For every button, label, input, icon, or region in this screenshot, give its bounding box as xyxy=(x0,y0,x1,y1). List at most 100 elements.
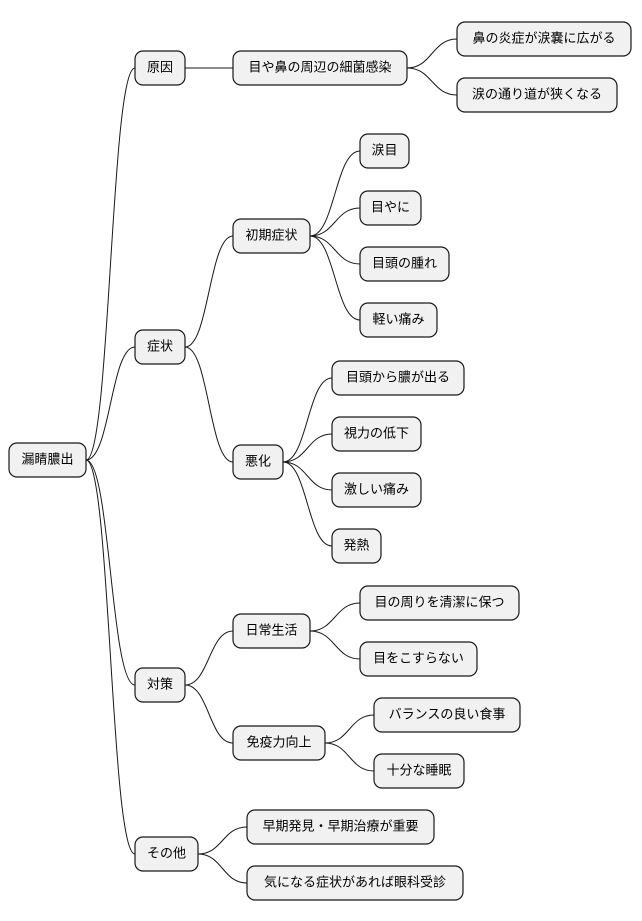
node-other-box xyxy=(134,836,199,872)
node-immunity-diet-box xyxy=(373,697,521,733)
node-cause-bacterial-box xyxy=(232,50,408,86)
node-daily-keep-clean-box xyxy=(359,585,520,621)
edge-other-to-other-consult xyxy=(197,853,248,884)
edge-symptoms-early-to-early-swelling xyxy=(309,235,361,265)
node-measures-label: 対策 xyxy=(147,677,173,693)
node-early-watery-eye: 涙目 xyxy=(359,133,410,169)
node-immunity-sleep-box xyxy=(373,753,465,789)
node-root: 漏睛膿出 xyxy=(8,442,87,478)
node-measures-box xyxy=(134,667,186,703)
node-cause-narrow-duct-label: 涙の通り道が狭くなる xyxy=(472,87,602,103)
node-worse-fever-label: 発熱 xyxy=(343,539,369,554)
node-daily-no-rubbing-label: 目をこすらない xyxy=(373,652,464,667)
mindmap-edges xyxy=(85,38,458,884)
node-early-mild-pain-label: 軽い痛み xyxy=(372,312,424,328)
node-other-early-treatment-box xyxy=(246,809,435,845)
node-worse-severe-pain: 激しい痛み xyxy=(331,472,422,508)
node-worse-fever: 発熱 xyxy=(331,528,382,564)
node-measures-immunity-box xyxy=(232,725,326,761)
node-cause-label: 原因 xyxy=(147,61,173,76)
node-early-swelling-box xyxy=(359,246,450,282)
node-cause-narrow-duct: 涙の通り道が狭くなる xyxy=(456,77,618,113)
edge-measures-daily-to-daily-keep-clean xyxy=(309,602,361,632)
node-early-discharge-box xyxy=(359,190,422,226)
node-symptoms-box xyxy=(134,329,186,365)
edge-symptoms-early-to-early-mild-pain xyxy=(309,235,361,321)
edge-measures-daily-to-daily-no-rubbing xyxy=(309,630,361,660)
node-symptoms: 症状 xyxy=(134,329,186,365)
node-worse-vision: 視力の低下 xyxy=(331,416,422,452)
edge-measures-to-measures-immunity xyxy=(184,684,234,744)
edge-other-to-other-early-treatment xyxy=(197,826,248,855)
node-cause-nasal-inflammation-box xyxy=(456,21,632,57)
edge-symptoms-early-to-early-discharge xyxy=(309,207,361,237)
node-symptoms-early: 初期症状 xyxy=(232,218,311,254)
node-symptoms-worse: 悪化 xyxy=(232,444,284,480)
edge-cause-bacterial-to-cause-nasal-inflammation xyxy=(406,38,458,69)
node-cause-bacterial-label: 目や鼻の周辺の細菌感染 xyxy=(248,60,391,76)
node-daily-no-rubbing: 目をこすらない xyxy=(359,641,478,677)
node-immunity-sleep: 十分な睡眠 xyxy=(373,753,465,789)
node-measures-daily-box xyxy=(232,613,311,649)
edge-cause-bacterial-to-cause-narrow-duct xyxy=(406,67,458,96)
edge-symptoms-worse-to-worse-pus xyxy=(282,377,333,463)
node-immunity-diet: バランスの良い食事 xyxy=(373,697,521,733)
node-worse-pus-box xyxy=(331,360,465,396)
node-symptoms-worse-label: 悪化 xyxy=(245,455,271,470)
node-cause-nasal-inflammation: 鼻の炎症が涙嚢に広がる xyxy=(456,21,632,57)
node-measures-immunity: 免疫力向上 xyxy=(232,725,326,761)
node-worse-vision-label: 視力の低下 xyxy=(344,427,409,442)
node-other-label: その他 xyxy=(147,847,186,862)
node-measures-immunity-label: 免疫力向上 xyxy=(246,735,311,751)
mindmap-nodes: 漏睛膿出 原因 症状 対策 その他 目や鼻の周辺の細菌感染 初期症状 xyxy=(8,21,632,901)
node-cause: 原因 xyxy=(134,50,186,86)
node-measures-daily: 日常生活 xyxy=(232,613,311,649)
node-worse-pus: 目頭から膿が出る xyxy=(331,360,465,396)
node-immunity-sleep-label: 十分な睡眠 xyxy=(386,764,451,779)
node-other-consult-label: 気になる症状があれば眼科受診 xyxy=(264,875,446,891)
edge-symptoms-to-symptoms-early xyxy=(184,235,234,348)
edge-measures-immunity-to-immunity-diet xyxy=(324,714,375,744)
node-early-swelling-label: 目頭の腫れ xyxy=(372,256,437,272)
node-immunity-diet-label: バランスの良い食事 xyxy=(389,707,506,723)
node-symptoms-early-label: 初期症状 xyxy=(245,229,297,244)
edge-measures-immunity-to-immunity-sleep xyxy=(324,742,375,772)
node-early-discharge-label: 目やに xyxy=(371,201,410,216)
node-cause-nasal-inflammation-label: 鼻の炎症が涙嚢に広がる xyxy=(472,31,615,47)
edge-root-to-measures xyxy=(85,459,136,686)
node-early-swelling: 目頭の腫れ xyxy=(359,246,450,282)
edge-measures-to-measures-daily xyxy=(184,630,234,686)
edge-symptoms-worse-to-worse-fever xyxy=(282,461,333,547)
node-symptoms-early-box xyxy=(232,218,311,254)
edge-symptoms-to-symptoms-worse xyxy=(184,346,234,463)
node-early-discharge: 目やに xyxy=(359,190,422,226)
node-worse-severe-pain-label: 激しい痛み xyxy=(344,482,409,498)
node-worse-severe-pain-box xyxy=(331,472,422,508)
node-early-mild-pain-box xyxy=(359,302,438,338)
node-worse-vision-box xyxy=(331,416,422,452)
node-other-early-treatment-label: 早期発見・早期治療が重要 xyxy=(262,819,418,835)
node-worse-pus-label: 目頭から膿が出る xyxy=(346,371,450,386)
node-daily-keep-clean: 目の周りを清潔に保つ xyxy=(359,585,520,621)
edge-symptoms-worse-to-worse-vision xyxy=(282,433,333,463)
node-other-early-treatment: 早期発見・早期治療が重要 xyxy=(246,809,435,845)
node-cause-narrow-duct-box xyxy=(456,77,618,113)
node-cause-box xyxy=(134,50,186,86)
edge-root-to-symptoms xyxy=(85,346,136,461)
node-cause-bacterial: 目や鼻の周辺の細菌感染 xyxy=(232,50,408,86)
node-daily-no-rubbing-box xyxy=(359,641,478,677)
node-root-label: 漏睛膿出 xyxy=(21,452,73,468)
node-other-consult-box xyxy=(246,865,464,901)
node-other: その他 xyxy=(134,836,199,872)
node-symptoms-worse-box xyxy=(232,444,284,480)
node-measures-daily-label: 日常生活 xyxy=(245,624,297,639)
edge-root-to-cause xyxy=(85,67,136,461)
node-other-consult: 気になる症状があれば眼科受診 xyxy=(246,865,464,901)
edge-symptoms-worse-to-worse-severe-pain xyxy=(282,461,333,491)
node-root-box xyxy=(8,442,87,478)
edge-symptoms-early-to-early-watery-eye xyxy=(309,150,361,237)
node-worse-fever-box xyxy=(331,528,382,564)
node-symptoms-label: 症状 xyxy=(147,340,173,355)
node-early-watery-eye-label: 涙目 xyxy=(371,143,397,159)
